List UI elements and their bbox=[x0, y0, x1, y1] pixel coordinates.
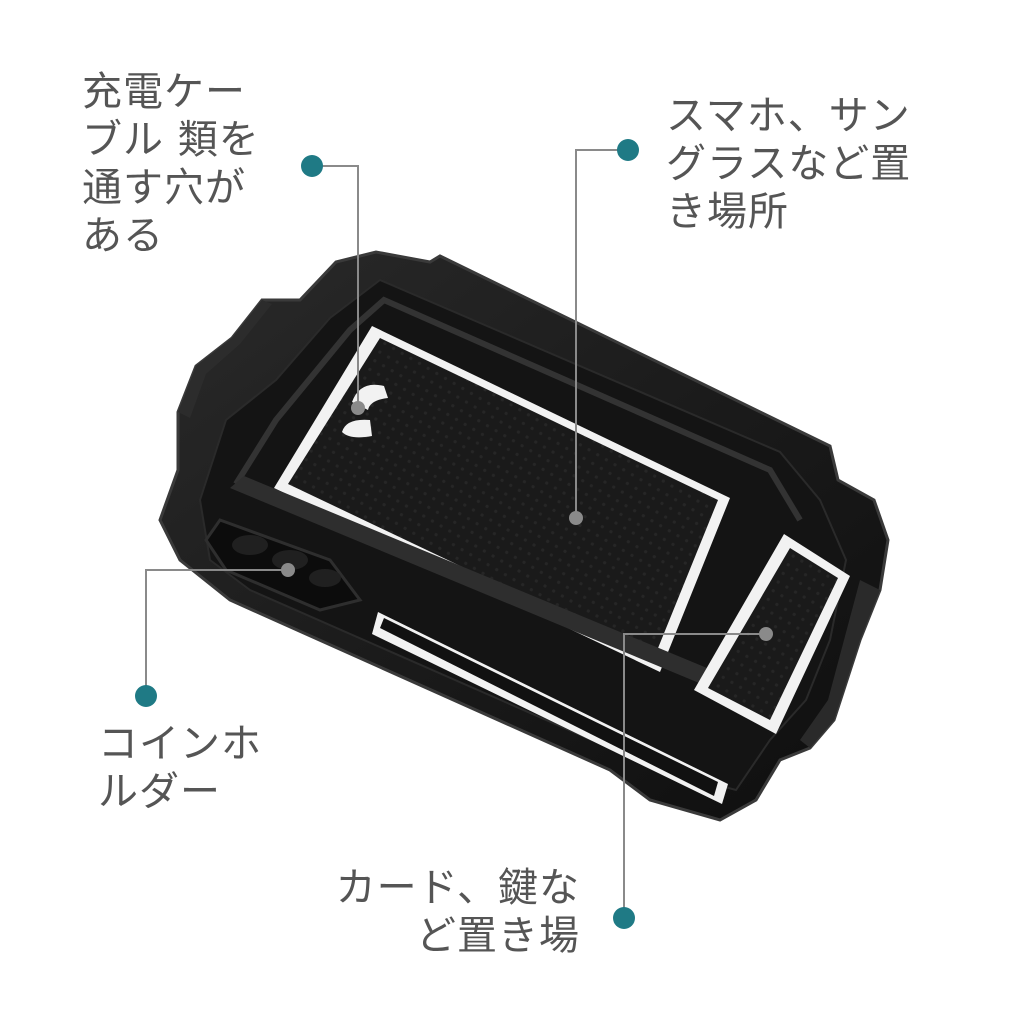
label-cable-hole: 充電ケー ブル 類を 通す穴が ある bbox=[82, 68, 260, 260]
card-key-compartment bbox=[372, 612, 728, 804]
anchor-card bbox=[759, 627, 773, 641]
coin-slot-1 bbox=[232, 535, 268, 555]
label-line: スマホ、サン bbox=[666, 93, 911, 139]
coin-slot-2 bbox=[272, 550, 308, 570]
label-line: ど置き場 bbox=[416, 913, 580, 959]
label-line: ブル 類を bbox=[82, 117, 260, 163]
dot-coin-icon bbox=[135, 685, 157, 707]
tray-left-lip bbox=[178, 300, 272, 418]
label-phone-storage: スマホ、サン グラスなど置 き場所 bbox=[666, 92, 911, 236]
coin-holder-compartment bbox=[204, 518, 363, 612]
tray-right-edge bbox=[800, 580, 880, 748]
label-line: コインホ bbox=[98, 721, 262, 767]
leader-card bbox=[623, 633, 766, 918]
label-line: 充電ケー bbox=[82, 69, 246, 115]
phone-compartment bbox=[274, 326, 730, 672]
label-line: ルダー bbox=[98, 769, 221, 815]
label-coin-holder: コインホ ルダー bbox=[98, 720, 262, 816]
callout-dots bbox=[135, 139, 639, 929]
label-line: カード、鍵な bbox=[335, 865, 580, 911]
anchor-phone bbox=[569, 511, 583, 525]
callout-leaders bbox=[145, 149, 766, 918]
phone-mat bbox=[288, 338, 718, 658]
callout-anchor-points bbox=[281, 401, 773, 641]
armrest-storage-tray bbox=[158, 250, 890, 822]
tray-divider-wall bbox=[230, 476, 760, 700]
tray-inner-rim bbox=[233, 296, 803, 522]
label-line: 通す穴が bbox=[82, 165, 246, 211]
coin-slot-3 bbox=[309, 569, 341, 587]
cable-slot bbox=[342, 384, 388, 438]
label-line: ある bbox=[82, 213, 164, 259]
leader-phone bbox=[575, 149, 628, 518]
label-line: き場所 bbox=[666, 189, 789, 235]
label-line: グラスなど置 bbox=[666, 141, 912, 187]
anchor-coin bbox=[281, 563, 295, 577]
dot-phone-icon bbox=[617, 139, 639, 161]
anchor-cable bbox=[351, 401, 365, 415]
dot-card-icon bbox=[613, 907, 635, 929]
label-card-key-storage: カード、鍵な ど置き場 bbox=[300, 864, 580, 960]
dot-cable-icon bbox=[301, 155, 323, 177]
leader-cable bbox=[312, 165, 359, 408]
leader-coin bbox=[145, 569, 288, 696]
card-slot-floor bbox=[380, 618, 718, 796]
